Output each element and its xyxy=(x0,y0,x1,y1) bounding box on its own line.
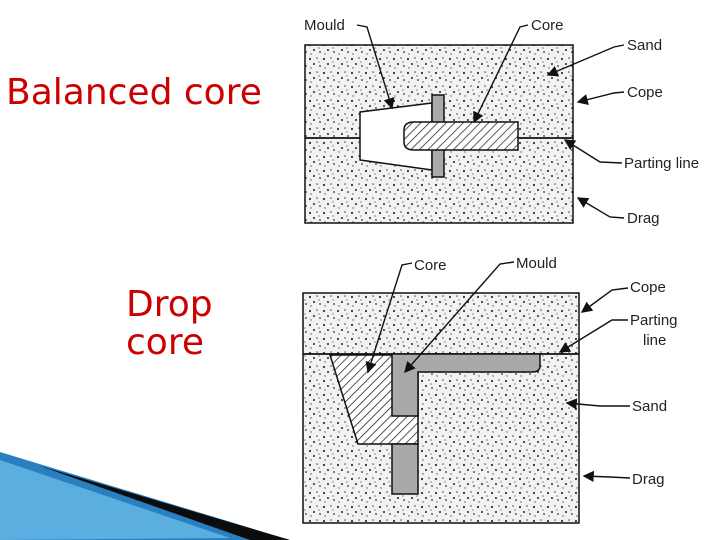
drop-sand-leader xyxy=(565,398,630,410)
slide-corner-accent xyxy=(0,452,290,540)
drop-sand-label: Sand xyxy=(632,398,667,415)
balanced-mould-leader xyxy=(356,24,395,110)
balanced-sand-box xyxy=(304,44,574,224)
balanced-drag-leader xyxy=(576,197,625,219)
accent-dark-stripe xyxy=(40,466,290,540)
drop-core-title-line2: core xyxy=(126,321,204,363)
balanced-mould-label: Mould xyxy=(304,17,345,34)
drop-parting-leader xyxy=(558,319,628,353)
drop-drag-label: Drag xyxy=(632,471,665,488)
drop-cope-label: Cope xyxy=(630,279,666,296)
balanced-cope-leader xyxy=(576,91,625,106)
drop-mould-extension xyxy=(391,443,419,495)
drop-mould-leader xyxy=(404,261,515,374)
drop-drag-leader xyxy=(582,470,631,482)
balanced-core-title: Balanced core xyxy=(6,72,262,113)
balanced-core-diagram: Mould Core Sand Cope Parting line Drag xyxy=(304,17,699,227)
drop-mould-label: Mould xyxy=(516,255,557,272)
balanced-core-leader xyxy=(473,24,529,124)
drop-core-title-line1: Drop xyxy=(126,284,213,325)
balanced-core-body xyxy=(403,121,519,151)
drop-cope-leader xyxy=(580,287,629,313)
balanced-parting-leader xyxy=(563,139,623,164)
drop-parting-label-line1: Parting xyxy=(630,312,678,329)
drop-core-title: Drop core xyxy=(126,286,213,362)
balanced-parting-line-label: Parting line xyxy=(624,155,699,172)
accent-light-wedge xyxy=(0,460,230,540)
balanced-sand-label: Sand xyxy=(627,37,662,54)
drop-core-leader xyxy=(365,262,413,374)
balanced-core-label: Core xyxy=(531,17,564,34)
drop-core-label: Core xyxy=(414,257,447,274)
balanced-drag-label: Drag xyxy=(627,210,660,227)
drop-parting-label-line2: line xyxy=(643,332,666,349)
drop-sand-box xyxy=(302,292,580,524)
balanced-cope-label: Cope xyxy=(627,84,663,101)
balanced-sand-leader xyxy=(546,44,625,77)
drop-core-diagram: Core Mould Cope Parting line Sand Drag xyxy=(302,255,678,524)
drop-mould-cavity xyxy=(391,353,541,417)
